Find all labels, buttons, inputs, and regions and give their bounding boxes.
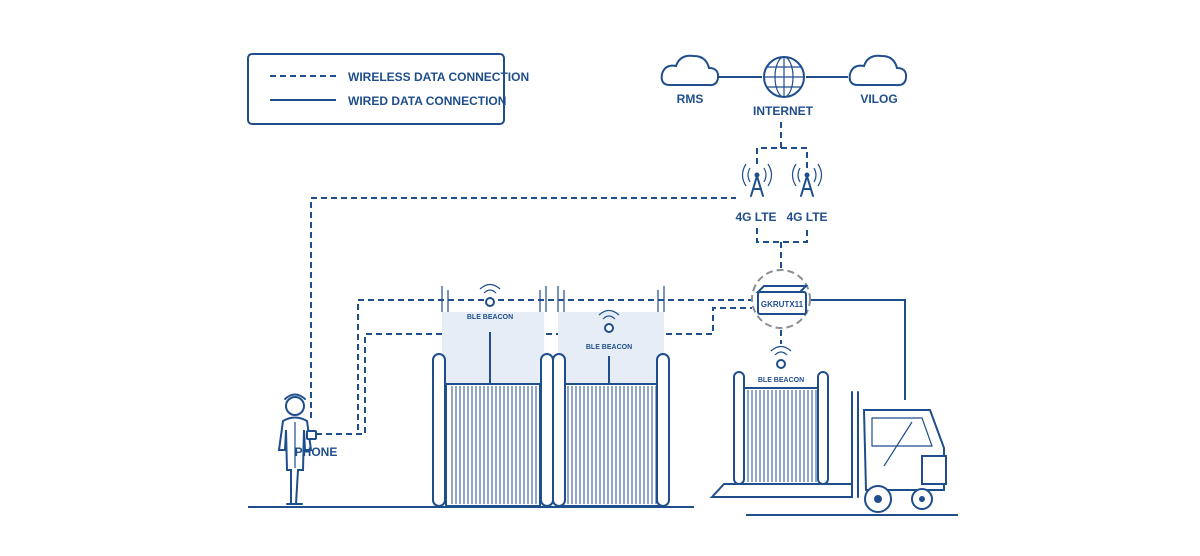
rms-cloud: RMS bbox=[660, 54, 720, 106]
lte-tower-right: 4G LTE bbox=[786, 163, 828, 224]
wifi-icon bbox=[770, 345, 792, 369]
cable-reel-2: BLE BEACON bbox=[552, 286, 670, 507]
cloud-icon bbox=[848, 54, 908, 87]
reel-1-windings bbox=[451, 386, 537, 504]
reel-3-windings bbox=[747, 390, 817, 482]
phone-label: PHONE bbox=[295, 445, 338, 459]
legend-wireless-label: WIRELESS DATA CONNECTION bbox=[348, 70, 529, 84]
wifi-icon bbox=[479, 283, 501, 307]
rms-label: RMS bbox=[677, 92, 704, 106]
wifi-icon bbox=[598, 309, 620, 333]
cable-reel-icon bbox=[552, 286, 670, 507]
beacon-2-label: BLE BEACON bbox=[586, 344, 632, 351]
forklift-assembly: BLE BEACON bbox=[709, 345, 958, 516]
person-icon bbox=[277, 393, 317, 505]
router-label: GKRUTX11 bbox=[761, 300, 804, 309]
globe-icon bbox=[763, 56, 805, 98]
vilog-cloud: VILOG bbox=[848, 54, 908, 106]
cable-reel-3 bbox=[733, 371, 829, 485]
lte-tower-left: 4G LTE bbox=[735, 163, 777, 224]
cable-reel-1: BLE BEACON bbox=[432, 283, 554, 507]
phone-lte-link bbox=[310, 197, 736, 418]
internet-tower-links bbox=[756, 122, 808, 168]
internet-label: INTERNET bbox=[753, 104, 814, 118]
router-node: GKRUTX11 bbox=[751, 269, 811, 329]
beacon-1-label: BLE BEACON bbox=[467, 314, 513, 321]
tower-left-label: 4G LTE bbox=[735, 210, 776, 224]
vilog-label: VILOG bbox=[860, 92, 897, 106]
phone-icon bbox=[306, 430, 317, 440]
cell-tower-icon bbox=[741, 163, 773, 197]
legend-wired-label: WIRED DATA CONNECTION bbox=[348, 94, 506, 108]
cell-tower-icon bbox=[791, 163, 823, 197]
beacon-router-link-1 bbox=[357, 299, 752, 430]
beacon-3-label: BLE BEACON bbox=[758, 377, 804, 384]
tower-right-label: 4G LTE bbox=[786, 210, 827, 224]
forklift-pallet bbox=[709, 483, 853, 498]
reel-2-windings bbox=[567, 386, 657, 504]
internet-node: INTERNET bbox=[753, 56, 814, 118]
legend: WIRELESS DATA CONNECTION WIRED DATA CONN… bbox=[247, 53, 529, 125]
cable-reel-icon bbox=[733, 371, 829, 485]
forklift-icon bbox=[851, 391, 947, 513]
worker-phone: PHONE bbox=[277, 393, 338, 505]
router-icon bbox=[755, 285, 809, 315]
cable-reel-icon bbox=[432, 286, 554, 507]
cloud-icon bbox=[660, 54, 720, 87]
router-forklift-wire bbox=[806, 299, 906, 400]
